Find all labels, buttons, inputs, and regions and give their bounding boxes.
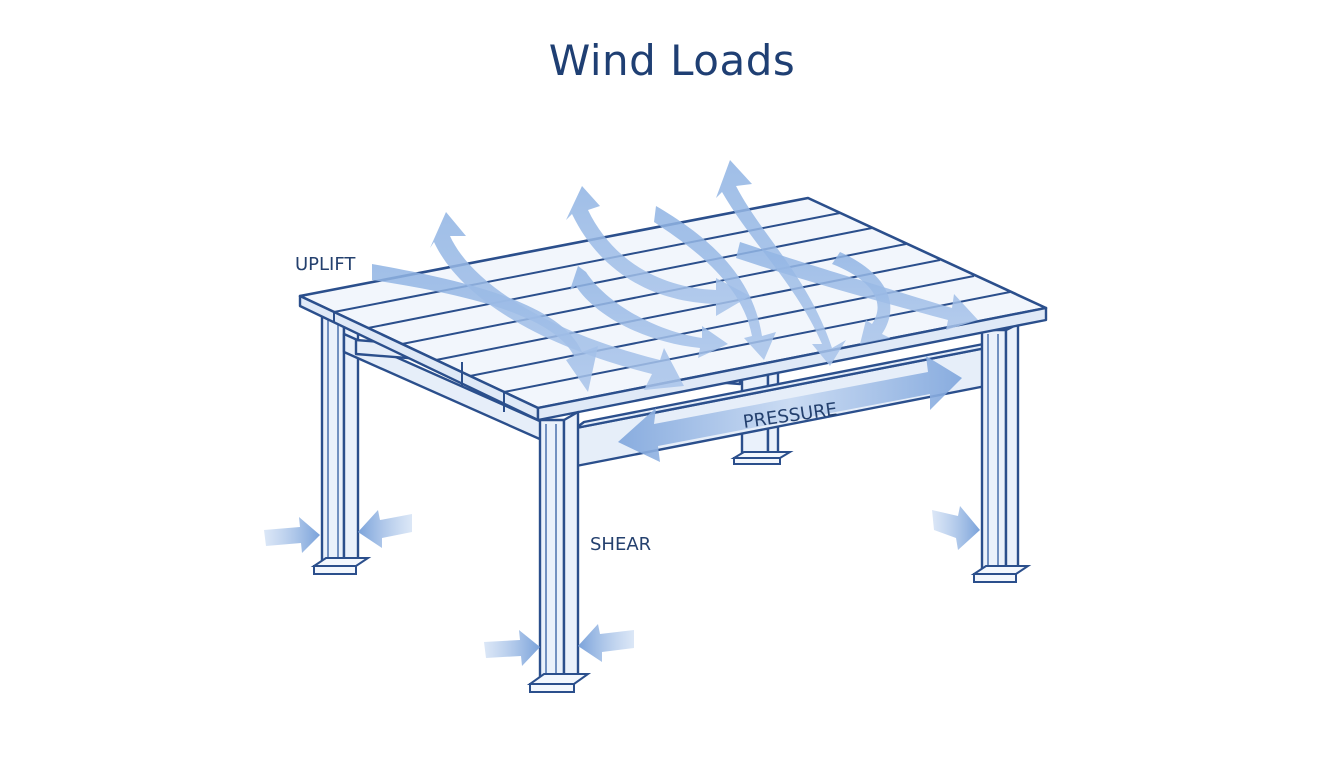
post-front-left <box>526 410 592 693</box>
shear-label: SHEAR <box>590 534 651 555</box>
shear-arrows <box>264 506 980 666</box>
pressure-arrow <box>618 356 962 462</box>
uplift-arrows <box>372 160 978 392</box>
uplift-label: UPLIFT <box>295 254 356 275</box>
post-front-right <box>970 322 1032 583</box>
roof <box>298 196 1048 422</box>
diagram-title: Wind Loads <box>548 36 796 85</box>
